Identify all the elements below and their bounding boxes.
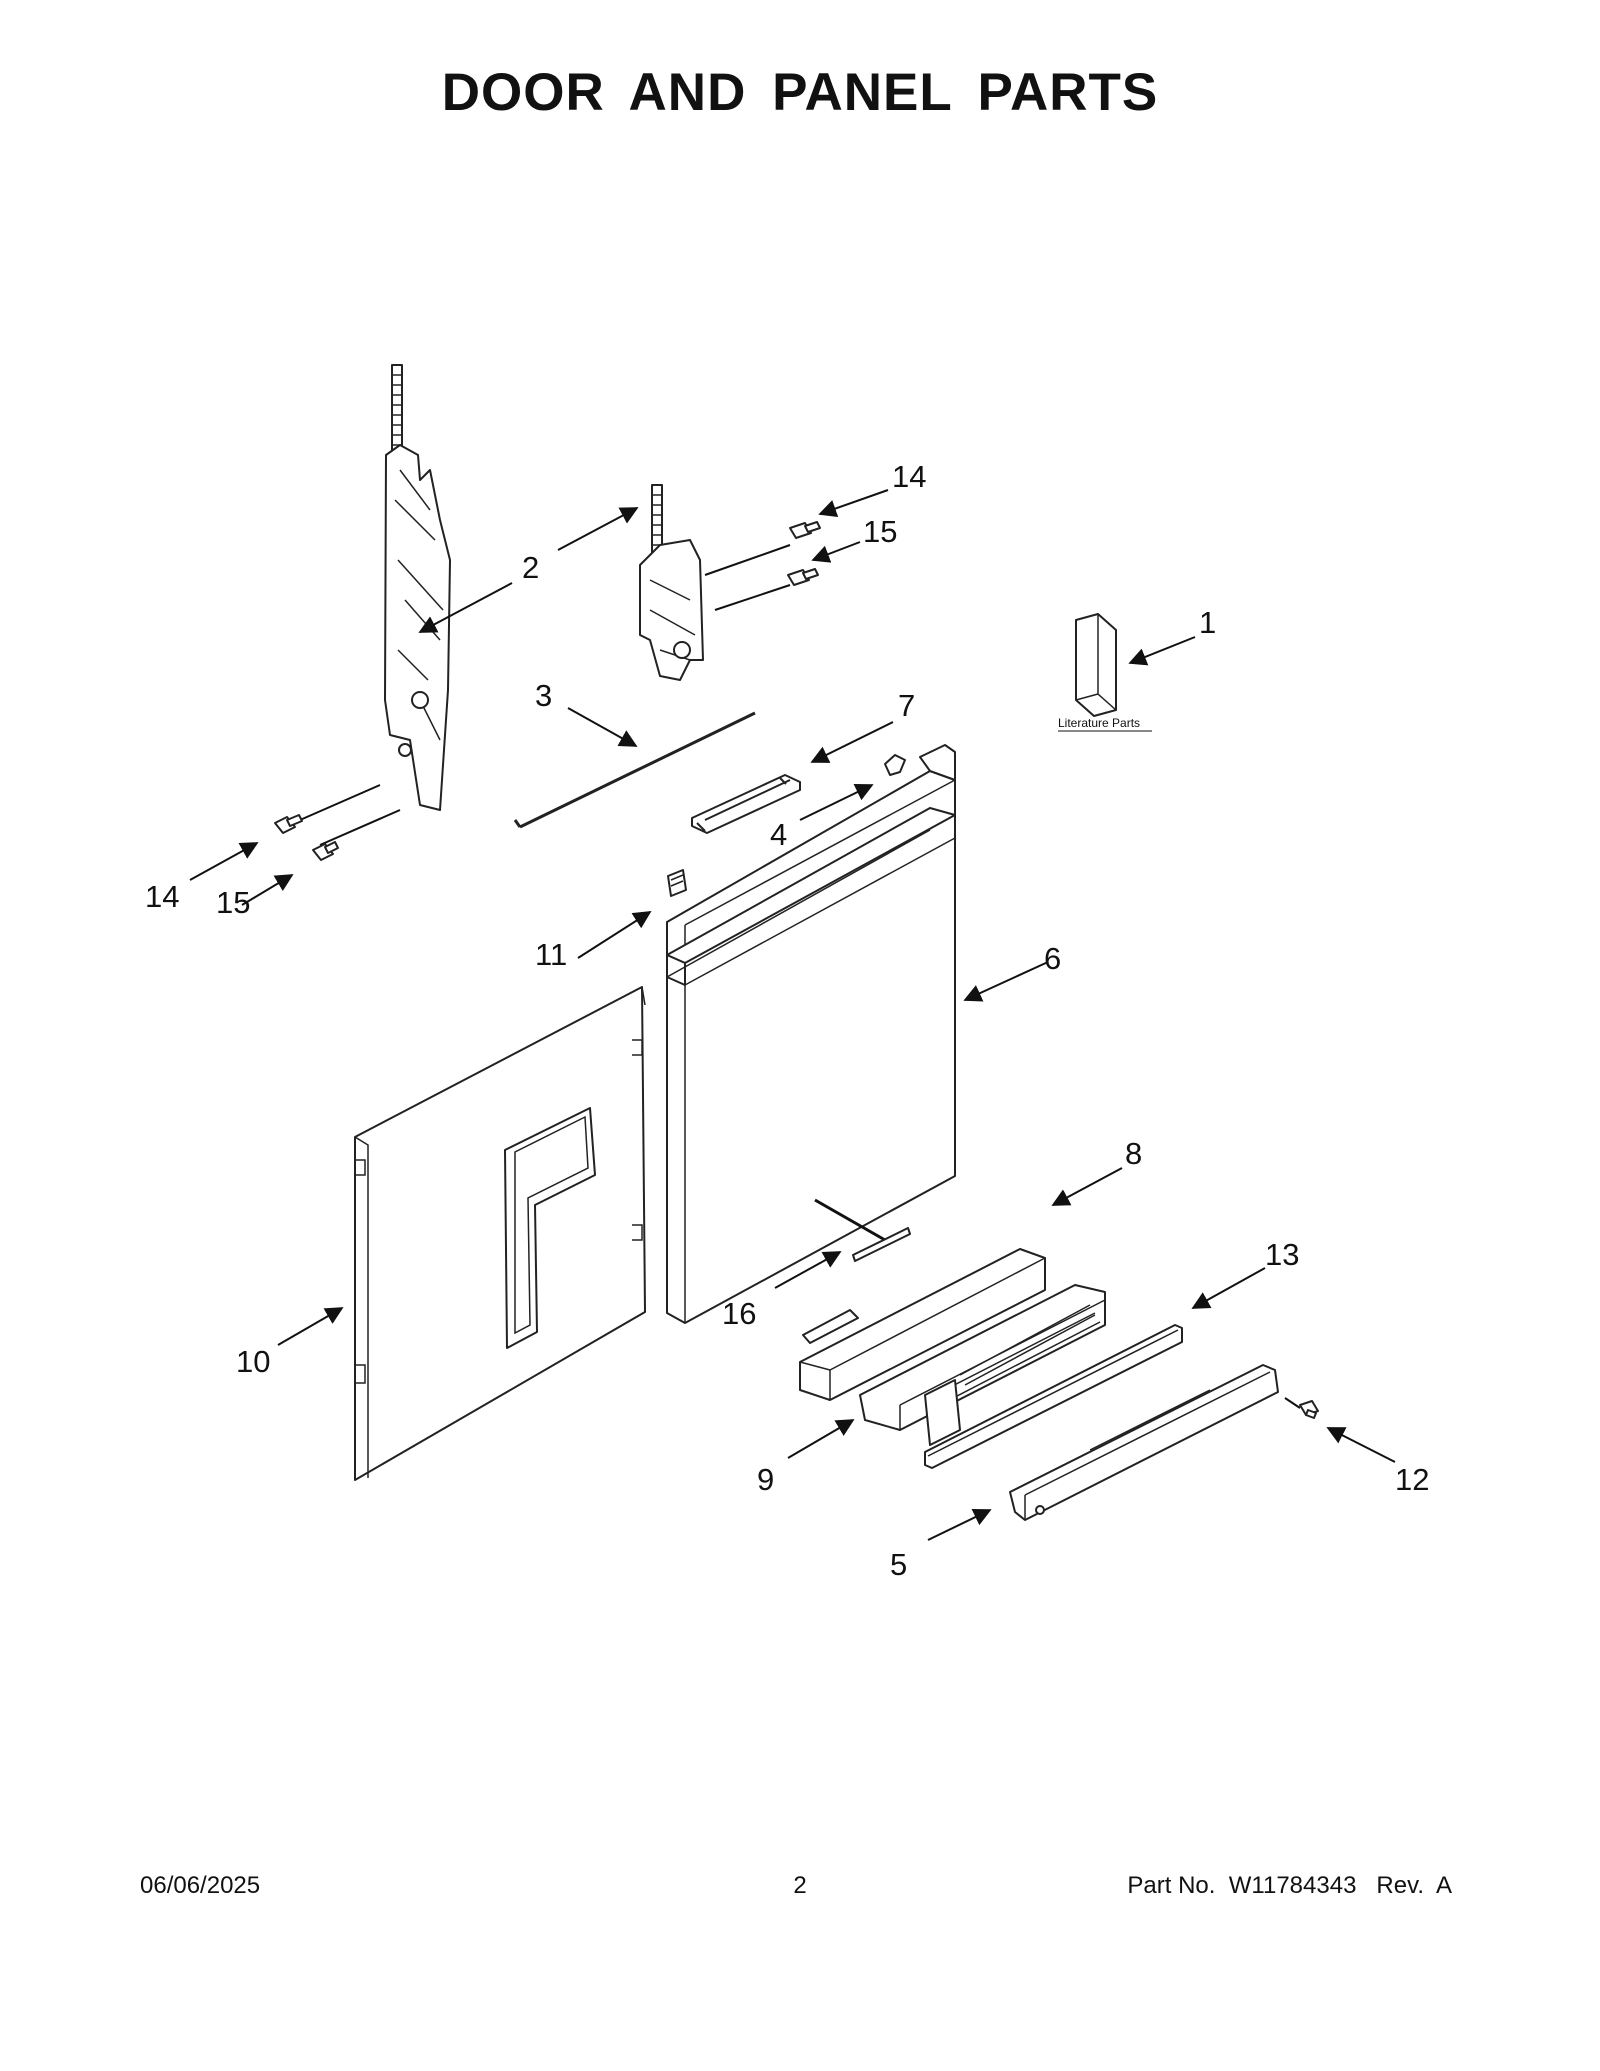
screw-12 — [1284, 1397, 1319, 1419]
screw-14-right — [789, 521, 821, 539]
trim-strip — [924, 1324, 1183, 1469]
handle-bracket — [691, 774, 801, 834]
callout-4: 4 — [770, 817, 787, 852]
door-rod — [513, 711, 756, 829]
bottom-trim-channel — [859, 1284, 1106, 1446]
callout-13: 13 — [1265, 1237, 1299, 1272]
callout-2: 2 — [522, 550, 539, 585]
literature-parts-booklet: Literature Parts — [1058, 613, 1152, 732]
latch — [884, 754, 906, 776]
callout-15-left: 15 — [216, 885, 250, 920]
callout-3: 3 — [535, 678, 552, 713]
footer-part-number: Part No. W11784343 Rev. A — [1127, 1872, 1452, 1899]
callout-1: 1 — [1199, 605, 1216, 640]
callout-14-left: 14 — [145, 879, 179, 914]
hinge-left — [384, 364, 451, 811]
callout-16: 16 — [722, 1296, 756, 1331]
toe-kick-foam — [799, 1248, 1046, 1401]
callout-12: 12 — [1395, 1462, 1429, 1497]
callout-9: 9 — [757, 1462, 774, 1497]
callout-7: 7 — [898, 688, 915, 723]
brand-badge — [852, 1227, 911, 1262]
door-outer-panel — [666, 744, 956, 1324]
callout-5: 5 — [890, 1547, 907, 1582]
footer-page-number: 2 — [793, 1872, 807, 1899]
callout-6: 6 — [1044, 941, 1061, 976]
footer-date: 06/06/2025 — [140, 1872, 261, 1899]
hinge-right — [639, 484, 704, 681]
callout-8: 8 — [1125, 1136, 1142, 1171]
screw-15-right — [787, 568, 819, 586]
callout-10: 10 — [236, 1344, 270, 1379]
screw-14-left — [274, 814, 303, 834]
callout-15-right: 15 — [863, 514, 897, 549]
door-insulation-panel — [354, 986, 646, 1481]
clip — [667, 869, 687, 897]
screw-15-left — [312, 841, 339, 861]
callout-14-right: 14 — [892, 459, 926, 494]
page-title: DOOR AND PANEL PARTS — [441, 63, 1159, 122]
lower-bracket — [1009, 1364, 1279, 1521]
callout-11: 11 — [535, 937, 567, 972]
literature-parts-label: Literature Parts — [1058, 716, 1140, 730]
